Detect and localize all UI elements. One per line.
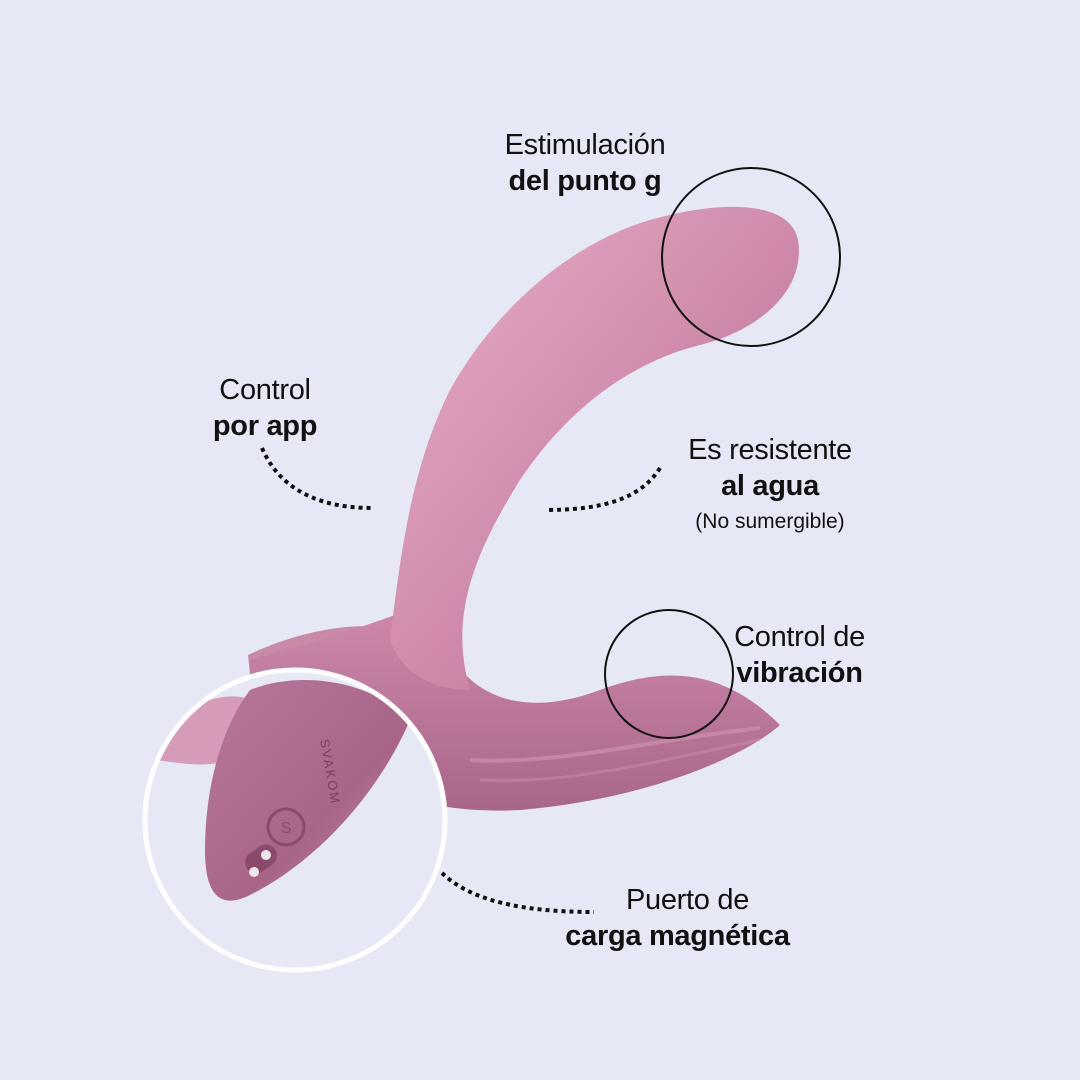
feature-water-line2: al agua bbox=[721, 470, 819, 503]
charging-pin-icon bbox=[261, 850, 271, 860]
feature-charging-line1: Puerto de bbox=[625, 884, 750, 916]
feature-gspot-line2: del punto g bbox=[508, 165, 662, 198]
feature-vibration-line1: Control de bbox=[734, 621, 865, 653]
svg-text:S: S bbox=[281, 820, 292, 837]
feature-water-note: (No sumergible) bbox=[695, 509, 845, 533]
feature-water-resistant: Es resistente al agua (No sumergible) bbox=[660, 432, 880, 535]
vibration-callout-circle bbox=[604, 609, 734, 739]
charging-leader-line bbox=[440, 871, 595, 914]
feature-app-line2: por app bbox=[212, 410, 318, 443]
charging-port-zoom: SVAKOM S bbox=[145, 670, 445, 970]
feature-water-line1: Es resistente bbox=[688, 434, 852, 466]
feature-vibration-control: Control de vibración bbox=[712, 619, 887, 692]
feature-app-control: Control por app bbox=[180, 372, 350, 445]
feature-gspot-line1: Estimulación bbox=[504, 129, 666, 161]
feature-app-line1: Control bbox=[219, 374, 311, 406]
gspot-callout-circle bbox=[661, 167, 841, 347]
feature-gspot: Estimulación del punto g bbox=[470, 127, 700, 200]
feature-magnetic-charging: Puerto de carga magnética bbox=[540, 882, 815, 955]
zoom-circle-border bbox=[142, 667, 448, 973]
charging-pin-icon bbox=[249, 867, 259, 877]
feature-charging-line2: carga magnética bbox=[565, 920, 790, 953]
app-leader-line bbox=[260, 447, 373, 510]
water-leader-line bbox=[544, 466, 662, 512]
s-logo-button-icon bbox=[266, 807, 306, 847]
feature-vibration-line2: vibración bbox=[736, 657, 863, 690]
